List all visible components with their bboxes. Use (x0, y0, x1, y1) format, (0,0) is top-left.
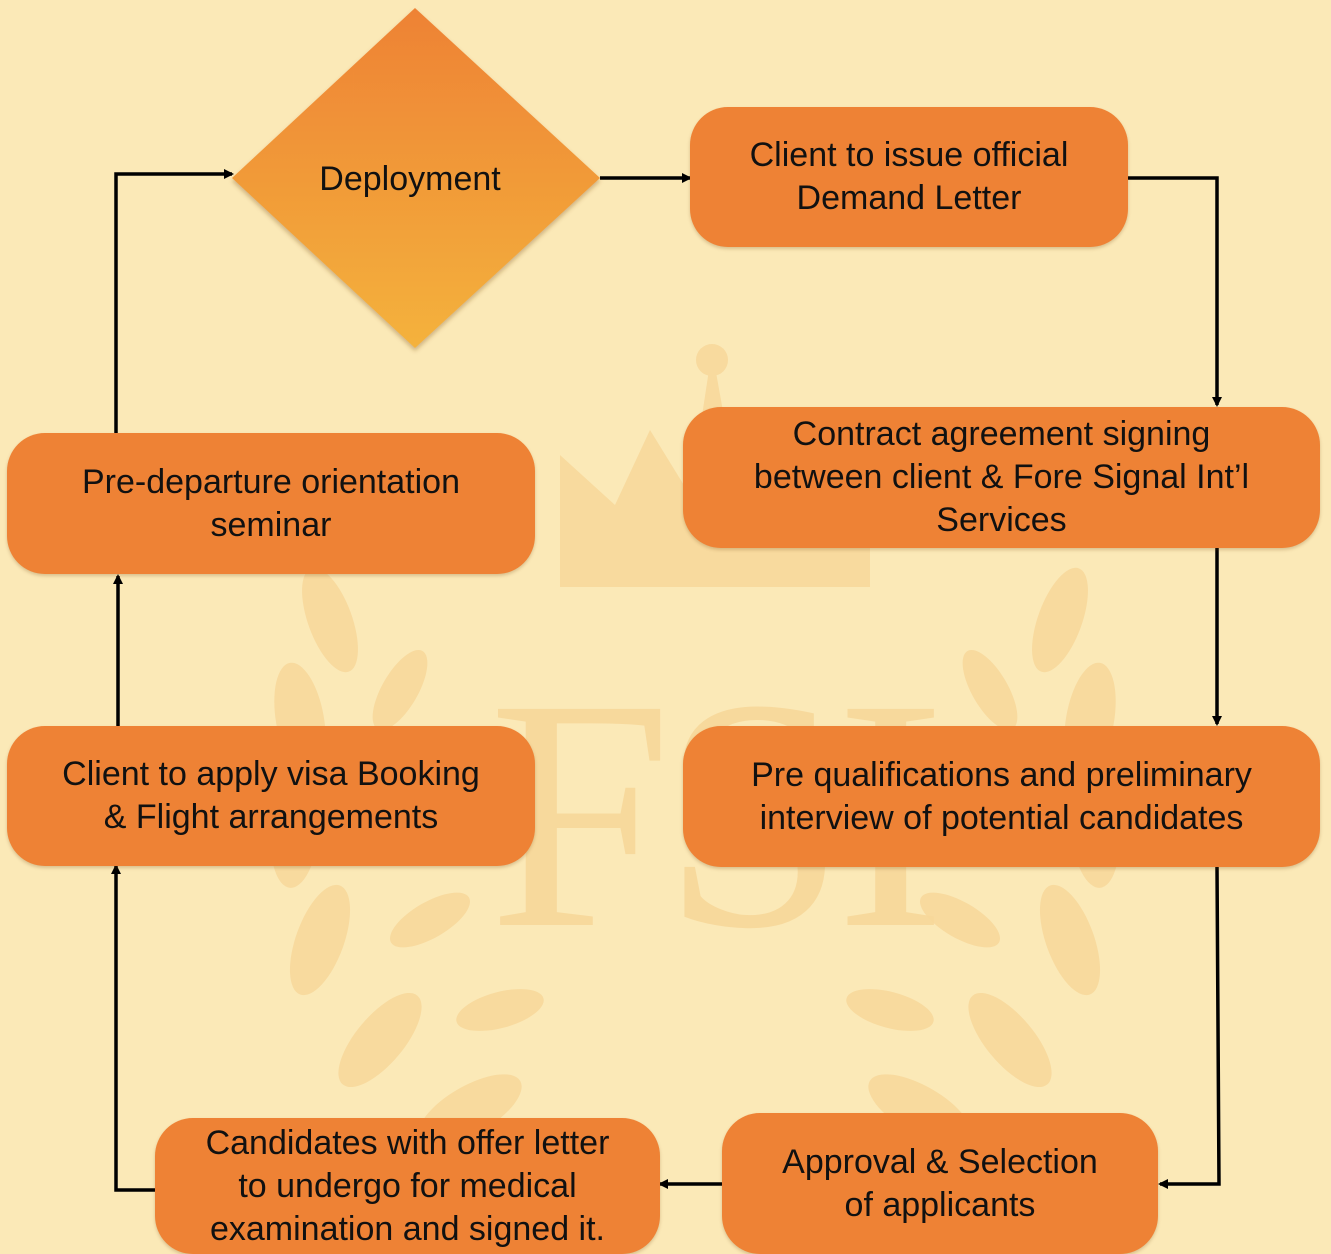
medical-examination-box: Candidates with offer letter to undergo … (155, 1118, 660, 1254)
visa-flight-box: Client to apply visa Booking & Flight ar… (7, 726, 535, 866)
approval-selection-box: Approval & Selection of applicants (722, 1113, 1158, 1254)
arrow-prequal-to-approval (1158, 866, 1221, 1189)
orientation-line-2: seminar (210, 505, 332, 544)
demand-letter-line-2: Demand Letter (796, 179, 1022, 217)
crown-laurel-icon (270, 344, 1120, 1146)
demand-letter-box: Client to issue official Demand Letter (690, 107, 1128, 247)
arrow-medical-to-visa (111, 864, 155, 1192)
prequalification-box: Pre qualifications and preliminary inter… (683, 726, 1320, 867)
arrow-orientation-to-deployment (114, 169, 234, 433)
demand-letter-line-1: Client to issue official (749, 136, 1069, 174)
approval-line-2: of applicants (844, 1185, 1036, 1224)
contract-line-3: Services (936, 501, 1067, 539)
contract-signing-box: Contract agreement signing between clien… (683, 407, 1320, 548)
deployment-label: Deployment (319, 160, 501, 198)
deployment-diamond (232, 8, 600, 348)
contract-line-2: between client & Fore Signal Int’l (753, 458, 1250, 496)
prequal-line-2: interview of potential candidates (759, 798, 1244, 837)
visa-line-1: Client to apply visa Booking (62, 755, 480, 793)
medical-line-1: Candidates with offer letter (205, 1123, 610, 1162)
medical-line-2: to undergo for medical (238, 1166, 577, 1205)
contract-line-1: Contract agreement signing (792, 415, 1211, 453)
medical-line-3: examination and signed it. (209, 1209, 606, 1248)
approval-line-1: Approval & Selection (782, 1142, 1098, 1181)
orientation-line-1: Pre-departure orientation (81, 462, 460, 501)
prequal-line-1: Pre qualifications and preliminary (751, 755, 1252, 794)
visa-line-2: & Flight arrangements (103, 798, 439, 836)
arrow-demand-to-contract (1128, 176, 1222, 407)
orientation-seminar-box: Pre-departure orientation seminar (7, 433, 535, 574)
